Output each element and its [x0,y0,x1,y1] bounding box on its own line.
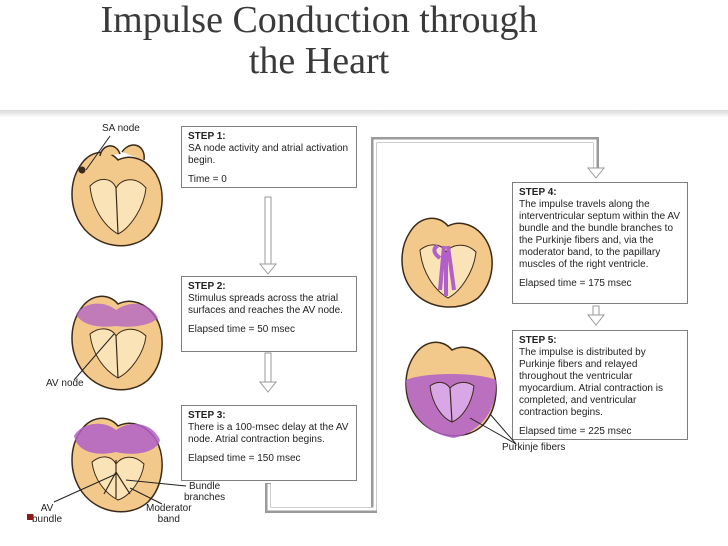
step1-time: Time = 0 [188,174,227,185]
flow-arrows [258,137,606,513]
heart-step5-illustration [405,341,497,438]
slide-title: Impulse Conduction through the Heart [0,0,728,82]
step4-text: The impulse travels along the interventr… [519,199,681,270]
label-av-bundle: AV bundle [32,503,63,525]
step5-box: STEP 5: The impulse is distributed by Pu… [512,330,688,440]
conduction-figure: STEP 1: SA node activity and atrial acti… [30,118,700,530]
label-pointer-lines [53,135,517,505]
step1-text: SA node activity and atrial activation b… [188,143,349,166]
label-av-node: AV node [46,378,84,389]
step3-text: There is a 100-msec delay at the AV node… [188,422,349,445]
heart-step3-illustration [71,417,163,513]
step1-heading: STEP 1: [188,131,226,142]
heart-step1-illustration [71,144,163,247]
label-moderator-band: Moderator band [146,503,192,525]
label-bundle-branches: Bundle branches [184,481,226,503]
step1-box: STEP 1: SA node activity and atrial acti… [181,126,357,188]
slide-title-line2: the Heart [248,40,390,82]
step4-box: STEP 4: The impulse travels along the in… [512,182,688,304]
step3-time: Elapsed time = 150 msec [188,453,301,464]
step4-heading: STEP 4: [519,187,557,198]
label-purkinje-fibers: Purkinje fibers [502,442,566,453]
step2-text: Stimulus spreads across the atrial surfa… [188,293,343,316]
step5-text: The impulse is distributed by Purkinje f… [519,347,663,418]
slide-title-line1: Impulse Conduction through [100,0,538,41]
step5-time: Elapsed time = 225 msec [519,426,632,437]
heart-step2-illustration [71,295,163,391]
label-sa-node: SA node [102,123,140,134]
title-divider [0,110,728,118]
arrow-step4-to-step5 [586,305,606,326]
arrow-step1-to-step2 [258,196,278,275]
heart-step4-illustration [401,217,493,308]
step2-heading: STEP 2: [188,281,226,292]
step2-time: Elapsed time = 50 msec [188,324,295,335]
step4-time: Elapsed time = 175 msec [519,278,632,289]
step3-box: STEP 3: There is a 100-msec delay at the… [181,405,357,481]
step2-box: STEP 2: Stimulus spreads across the atri… [181,276,357,352]
arrow-step3-to-step4 [265,137,606,513]
step3-heading: STEP 3: [188,410,226,421]
arrow-step2-to-step3 [258,352,278,393]
bullet-marker [27,514,33,520]
step5-heading: STEP 5: [519,335,557,346]
